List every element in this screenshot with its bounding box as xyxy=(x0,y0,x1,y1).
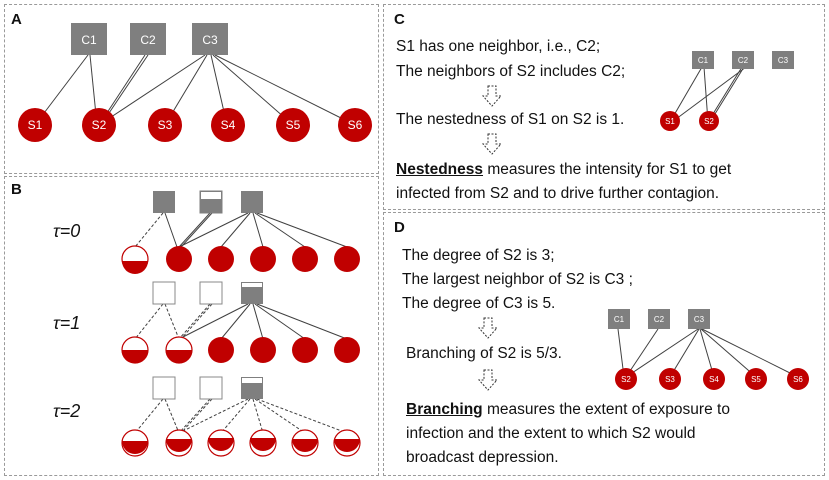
c-node-s1-label: S1 xyxy=(665,117,675,126)
b1-c1 xyxy=(152,281,176,305)
tau-0-network xyxy=(121,190,360,274)
community-c1 xyxy=(71,23,107,55)
node-s1 xyxy=(18,108,52,142)
community-c2 xyxy=(130,23,166,55)
tau-2-label: τ=2 xyxy=(53,401,80,421)
panel-a-label: A xyxy=(11,11,22,28)
node-s6-label: S6 xyxy=(348,118,363,132)
c-community-c1-label: C1 xyxy=(698,56,709,65)
down-arrow-icon xyxy=(482,133,502,155)
b1-s6 xyxy=(334,337,360,363)
b0-s6 xyxy=(334,246,360,272)
d-community-c1-label: C1 xyxy=(614,315,625,324)
panel-d-line-2: The largest neighbor of S2 is C3 ; xyxy=(402,271,633,288)
edge-c3-s2 xyxy=(98,54,206,126)
edge-c3-s6 xyxy=(214,54,356,126)
panel-c-line-3: The nestedness of S1 on S2 is 1. xyxy=(396,111,625,128)
edge-c3-s5 xyxy=(212,54,294,126)
panel-d-definition-line-1: Branching measures the extent of exposur… xyxy=(406,401,730,419)
panel-c-line-2: The neighbors of S2 includes C2; xyxy=(396,63,626,80)
community-c3-label: C3 xyxy=(202,33,218,47)
panel-c: C S1 has one neighbor, i.e., C2; The nei… xyxy=(383,4,825,210)
community-c2-label: C2 xyxy=(140,33,156,47)
down-arrow-icon xyxy=(478,317,498,339)
branching-term: Branching xyxy=(406,401,483,418)
panel-b-label: B xyxy=(11,181,22,198)
b2-c1 xyxy=(152,376,176,400)
c-node-s2-label: S2 xyxy=(704,117,714,126)
b1-s4 xyxy=(250,337,276,363)
down-arrow-icon xyxy=(482,85,502,107)
panel-d-definition-line-3: broadcast depression. xyxy=(406,449,559,466)
tau-0-label: τ=0 xyxy=(53,221,80,241)
panel-d-line-1: The degree of S2 is 3; xyxy=(402,247,555,264)
b0-s3 xyxy=(208,246,234,272)
panel-d-line-4: Branching of S2 is 5/3. xyxy=(406,345,562,362)
b1-c3 xyxy=(241,282,263,304)
node-s5 xyxy=(276,108,310,142)
d-node-s3-label: S3 xyxy=(665,375,675,384)
branching-def-rest: measures the extent of exposure to xyxy=(482,401,730,418)
down-arrow-icon xyxy=(478,369,498,391)
node-s4-label: S4 xyxy=(221,118,236,132)
panel-c-label: C xyxy=(394,11,405,28)
panel-c-line-1: S1 has one neighbor, i.e., C2; xyxy=(396,38,601,55)
panel-d-line-3: The degree of C3 is 5. xyxy=(402,295,556,312)
b2-c2 xyxy=(199,376,223,400)
panel-d: D The degree of S2 is 3; The largest nei… xyxy=(383,212,825,476)
d-community-c2-label: C2 xyxy=(654,315,665,324)
c-community-c2-label: C2 xyxy=(738,56,749,65)
b1-c2 xyxy=(199,281,223,305)
community-c1-label: C1 xyxy=(81,33,97,47)
c-community-c3-label: C3 xyxy=(778,56,789,65)
tau-1-label: τ=1 xyxy=(53,313,80,333)
panel-d-diagram: C1 C2 C3 S2 S3 S4 S5 S6 xyxy=(608,309,809,390)
d-node-s4-label: S4 xyxy=(709,375,719,384)
b0-s2 xyxy=(166,246,192,272)
node-s3-label: S3 xyxy=(158,118,173,132)
panel-a: A C1 C2 C3 S1 xyxy=(4,4,379,174)
panel-d-label: D xyxy=(394,219,405,236)
b0-s5 xyxy=(292,246,318,272)
node-s3 xyxy=(148,108,182,142)
nestedness-term: Nestedness xyxy=(396,161,484,178)
d-node-s2-label: S2 xyxy=(621,375,631,384)
tau-1-network xyxy=(121,281,360,364)
d-community-c3-label: C3 xyxy=(694,315,705,324)
node-s2-label: S2 xyxy=(92,118,107,132)
node-s4 xyxy=(211,108,245,142)
node-s6 xyxy=(338,108,372,142)
d-node-s5-label: S5 xyxy=(751,375,761,384)
b1-s5 xyxy=(292,337,318,363)
nestedness-def-rest: measures the intensity for S1 to get xyxy=(483,161,732,178)
panel-d-definition-line-2: infection and the extent to which S2 wou… xyxy=(406,425,696,442)
panel-b-diagram: τ=0 τ=1 τ=2 xyxy=(53,190,361,457)
panel-a-diagram: C1 C2 C3 S1 S2 S3 S4 S5 S6 xyxy=(18,23,372,142)
b0-c3 xyxy=(241,191,263,213)
panel-c-definition-line-2: infected from S2 and to drive further co… xyxy=(396,185,720,202)
community-c3 xyxy=(192,23,228,55)
node-s5-label: S5 xyxy=(286,118,301,132)
b1-s3 xyxy=(208,337,234,363)
b0-s4 xyxy=(250,246,276,272)
panel-c-diagram: C1 C2 C3 S1 S2 xyxy=(660,51,794,131)
tau-2-network xyxy=(121,376,361,457)
panel-b: B τ=0 τ=1 τ=2 xyxy=(4,176,379,476)
panel-c-definition-line-1: Nestedness measures the intensity for S1… xyxy=(396,161,731,179)
d-node-s6-label: S6 xyxy=(793,375,803,384)
node-s1-label: S1 xyxy=(28,118,43,132)
node-s2 xyxy=(82,108,116,142)
b0-c1 xyxy=(153,191,175,213)
